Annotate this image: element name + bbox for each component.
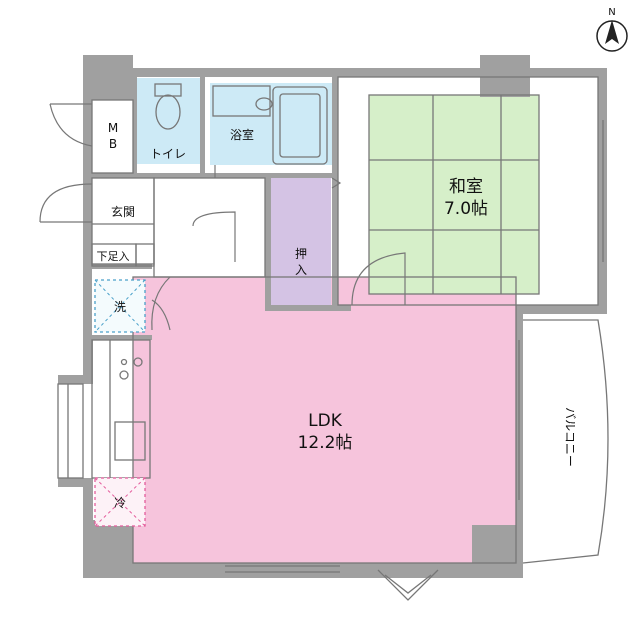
- ldk-size: 12.2帖: [298, 433, 353, 453]
- washitsu-size: 7.0帖: [444, 199, 488, 219]
- washitsu-name: 和室: [449, 177, 483, 197]
- balcony-label: バルコニー: [563, 407, 577, 467]
- genkan-name: 玄関: [111, 204, 135, 219]
- bath-name: 浴室: [230, 127, 254, 142]
- bathroom-floor: [210, 83, 332, 165]
- doors: [39, 103, 406, 331]
- north-arrow-icon: [596, 20, 628, 52]
- laundry-space-cross: [94, 279, 146, 333]
- mb-line1: M: [108, 121, 118, 135]
- ldk-floor: [133, 277, 516, 563]
- washitsu-floor: [369, 95, 539, 294]
- toilet-name: トイレ: [150, 147, 186, 161]
- closet-line1: 押: [295, 247, 307, 261]
- ldk-name: LDK: [308, 411, 343, 431]
- closet-line2: 入: [295, 263, 307, 277]
- laundry-label: 洗: [114, 300, 126, 314]
- interior-lines: [57, 76, 609, 601]
- toilet-floor: [137, 78, 200, 164]
- walls: [58, 55, 607, 578]
- fridge-space: [94, 477, 146, 527]
- fridge-label: 冷: [114, 496, 126, 510]
- closet-floor: [270, 178, 331, 308]
- getabako-name: 下足入: [97, 250, 130, 263]
- north-label: N: [608, 7, 615, 18]
- mb-line2: B: [109, 137, 117, 151]
